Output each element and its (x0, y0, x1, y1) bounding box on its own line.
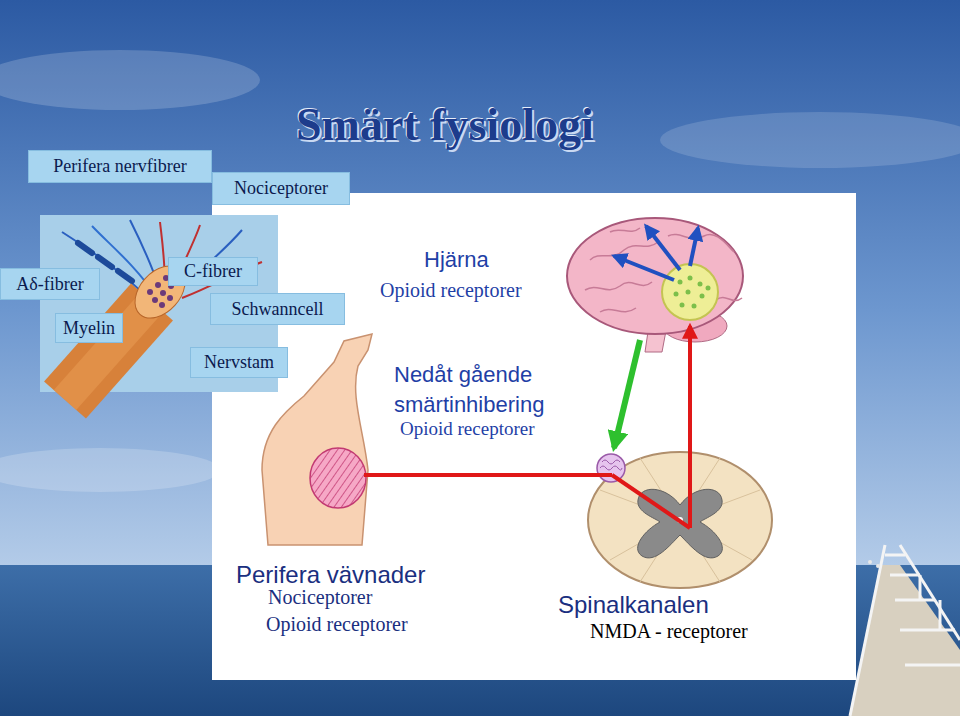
annotation-label: Spinalkanalen (558, 591, 709, 619)
annotation-label: Opioid receptorer (400, 418, 535, 440)
label-box: Schwanncell (210, 293, 345, 325)
label-box: Nervstam (190, 347, 288, 378)
box-text: Schwanncell (232, 299, 324, 320)
box-text: C-fibrer (184, 261, 242, 282)
white-panel (212, 193, 856, 680)
label-box: C-fibrer (168, 257, 258, 286)
annotation-label: Opioid receptorer (380, 279, 522, 302)
box-text: Aδ-fibrer (16, 274, 83, 295)
annotation-label: Nociceptorer (268, 586, 372, 609)
box-text: Perifera nervfibrer (53, 156, 186, 177)
label-box: Myelin (55, 313, 123, 343)
title: Smärt fysiologi (296, 98, 594, 151)
annotation-label: Opioid receptorer (266, 613, 408, 636)
ascending-pathway (364, 326, 690, 528)
box-text: Nervstam (204, 352, 274, 373)
descending-pathway (614, 340, 640, 448)
annotation-label: Perifera vävnader (236, 561, 425, 589)
label-box: Aδ-fibrer (0, 268, 100, 300)
annotation-label: Hjärna (424, 247, 489, 273)
brain (567, 218, 743, 352)
annotation-label: Nedåt gående smärtinhibering (394, 360, 609, 420)
box-text: Myelin (63, 318, 115, 339)
box-text: Nociceptorer (234, 178, 328, 199)
label-box: Nociceptorer (212, 172, 350, 205)
label-box: Perifera nervfibrer (28, 150, 212, 183)
spinal-cord (588, 452, 772, 588)
annotation-label: NMDA - receptorer (590, 620, 748, 643)
